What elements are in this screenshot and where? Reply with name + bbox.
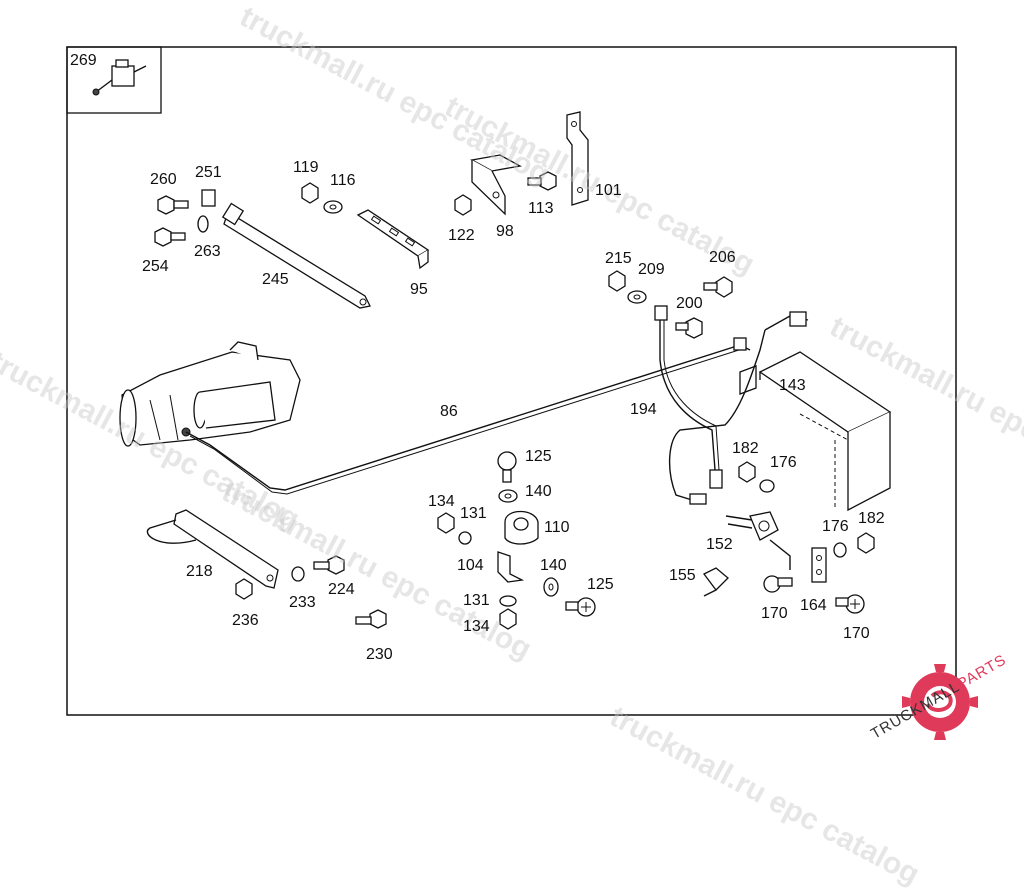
part-143-battery	[739, 351, 892, 512]
part-200-bolt	[675, 317, 703, 339]
part-182-nut-lower	[857, 532, 875, 554]
part-155-connector	[703, 567, 729, 597]
part-194-cable	[654, 305, 809, 505]
part-164-bracket	[811, 547, 827, 583]
label-119: 119	[293, 159, 319, 176]
label-98: 98	[496, 223, 514, 240]
part-101-bracket	[566, 111, 589, 206]
part-176-washer-lower	[833, 542, 847, 558]
part-134-nut-lower	[499, 608, 517, 630]
part-245-strap	[221, 202, 371, 309]
label-122: 122	[448, 227, 475, 244]
label-134-lower: 134	[463, 618, 490, 635]
label-170-right: 170	[843, 625, 870, 642]
label-251: 251	[195, 164, 222, 181]
label-143: 143	[779, 377, 806, 394]
diagram-frame	[66, 46, 957, 716]
part-125-bolt-lower	[565, 597, 596, 617]
diagram-canvas	[66, 46, 978, 740]
label-95: 95	[410, 281, 428, 298]
part-152-switch	[725, 511, 791, 570]
part-113-bolt	[527, 171, 557, 191]
part-182-nut-upper	[738, 461, 756, 483]
part-122-nut	[454, 194, 472, 216]
part-140-washer-lower	[543, 577, 559, 597]
label-140-upper: 140	[525, 483, 552, 500]
label-113: 113	[528, 200, 554, 217]
label-200: 200	[676, 295, 703, 312]
label-254: 254	[142, 258, 169, 275]
part-224-bolt	[313, 555, 345, 575]
label-131-lower: 131	[463, 592, 490, 609]
label-182-upper: 182	[732, 440, 759, 457]
label-86: 86	[440, 403, 458, 420]
part-116-washer	[323, 200, 343, 214]
part-110-mount	[504, 510, 539, 545]
label-170-left: 170	[761, 605, 788, 622]
label-125-lower: 125	[587, 576, 614, 593]
part-251-clip	[201, 189, 216, 207]
label-230: 230	[366, 646, 393, 663]
part-131-washer-upper	[458, 531, 472, 545]
part-98-bracket	[470, 154, 522, 216]
part-134-nut-upper	[437, 512, 455, 534]
label-110: 110	[544, 519, 570, 536]
label-164: 164	[800, 597, 827, 614]
label-152: 152	[706, 536, 733, 553]
part-215-nut	[608, 270, 626, 292]
part-131-washer-lower	[499, 595, 517, 607]
part-206-bolt	[703, 276, 733, 298]
label-194: 194	[630, 401, 657, 418]
label-140-lower: 140	[540, 557, 567, 574]
label-224: 224	[328, 581, 355, 598]
part-209-washer	[627, 290, 647, 304]
starter-motor	[119, 341, 301, 447]
part-170-bolt-right	[835, 594, 865, 614]
label-260: 260	[150, 171, 177, 188]
part-230-bolt	[355, 609, 387, 629]
label-263: 263	[194, 243, 221, 260]
label-182-lower: 182	[858, 510, 885, 527]
part-176-washer-upper	[759, 479, 775, 493]
part-260-bolt	[157, 195, 189, 215]
truckmall-logo-icon	[902, 664, 978, 740]
part-233-washer	[291, 566, 305, 582]
label-269: 269	[70, 52, 97, 69]
inset-box-269	[66, 46, 162, 114]
part-140-washer-upper	[498, 489, 518, 503]
part-86-cable	[185, 337, 751, 495]
label-206: 206	[709, 249, 736, 266]
part-104-bracket	[497, 551, 525, 583]
part-269-switch	[92, 59, 147, 96]
label-134-upper: 134	[428, 493, 455, 510]
part-254-bolt	[154, 227, 186, 247]
label-215: 215	[605, 250, 632, 267]
label-218: 218	[186, 563, 213, 580]
label-155: 155	[669, 567, 696, 584]
label-176-upper: 176	[770, 454, 797, 471]
label-233: 233	[289, 594, 316, 611]
label-104: 104	[457, 557, 484, 574]
part-119-nut	[301, 182, 319, 204]
label-176-lower: 176	[822, 518, 849, 535]
label-101: 101	[595, 182, 622, 199]
part-236-nut	[235, 578, 253, 600]
part-125-bolt-upper	[497, 451, 517, 483]
part-95-bracket	[356, 209, 430, 270]
label-236: 236	[232, 612, 259, 629]
part-170-bolt-left	[763, 575, 793, 593]
label-125-upper: 125	[525, 448, 552, 465]
label-245: 245	[262, 271, 289, 288]
part-218-strap	[146, 509, 279, 589]
label-131-upper: 131	[460, 505, 487, 522]
label-209: 209	[638, 261, 665, 278]
part-263-washer	[197, 215, 209, 233]
label-116: 116	[330, 172, 356, 189]
